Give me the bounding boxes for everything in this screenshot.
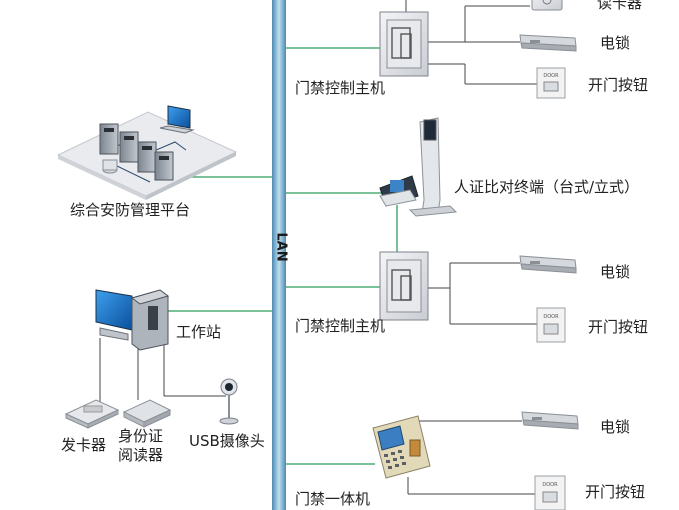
exit-button-2-device: DOOR bbox=[536, 307, 566, 343]
controller-1-label: 门禁控制主机 bbox=[295, 79, 386, 97]
button-3-label: 开门按钮 bbox=[585, 483, 646, 501]
lock-2-label: 电锁 bbox=[600, 263, 631, 281]
access-controller-2-device bbox=[379, 251, 429, 321]
id-card-reader-device bbox=[122, 399, 172, 428]
card-issuer-device bbox=[64, 399, 120, 429]
button-2-label: 开门按钮 bbox=[588, 318, 649, 336]
device-wiring bbox=[99, 0, 537, 495]
electric-lock-2-device bbox=[519, 255, 577, 274]
usb-camera-label: USB摄像头 bbox=[189, 432, 265, 450]
workstation-device bbox=[95, 289, 170, 351]
workstation-label: 工作站 bbox=[176, 323, 222, 341]
card-issuer-label: 发卡器 bbox=[61, 436, 107, 454]
lock-1-label: 电锁 bbox=[600, 34, 631, 52]
face-verification-terminal-device bbox=[379, 117, 458, 217]
exit-button-1-device: DOOR bbox=[536, 67, 566, 99]
electric-lock-1-device bbox=[519, 34, 577, 52]
security-platform-device bbox=[56, 105, 238, 200]
access-controller-1-device bbox=[379, 11, 429, 77]
face-terminal-label: 人证比对终端（台式/立式） bbox=[454, 178, 640, 196]
platform-label: 综合安防管理平台 bbox=[70, 201, 191, 219]
lock-3-label: 电锁 bbox=[600, 418, 631, 436]
lan-label: LAN bbox=[273, 232, 289, 262]
lan-backbone bbox=[272, 0, 286, 510]
exit-button-3-device: DOOR bbox=[534, 475, 566, 510]
usb-camera-device bbox=[219, 378, 239, 425]
access-all-in-one-device bbox=[372, 415, 431, 479]
id-reader-label: 身份证 阅读器 bbox=[118, 427, 164, 464]
reader-top-label: 读卡器 bbox=[597, 0, 643, 12]
network-links bbox=[165, 47, 398, 465]
card-reader-device bbox=[531, 0, 563, 11]
electric-lock-3-device bbox=[521, 411, 579, 430]
door-text-3: DOOR bbox=[542, 482, 558, 488]
door-text-2: DOOR bbox=[543, 314, 559, 320]
door-text-1: DOOR bbox=[543, 73, 559, 79]
controller-2-label: 门禁控制主机 bbox=[295, 317, 386, 335]
all-in-one-label: 门禁一体机 bbox=[295, 490, 371, 508]
button-1-label: 开门按钮 bbox=[588, 76, 649, 94]
